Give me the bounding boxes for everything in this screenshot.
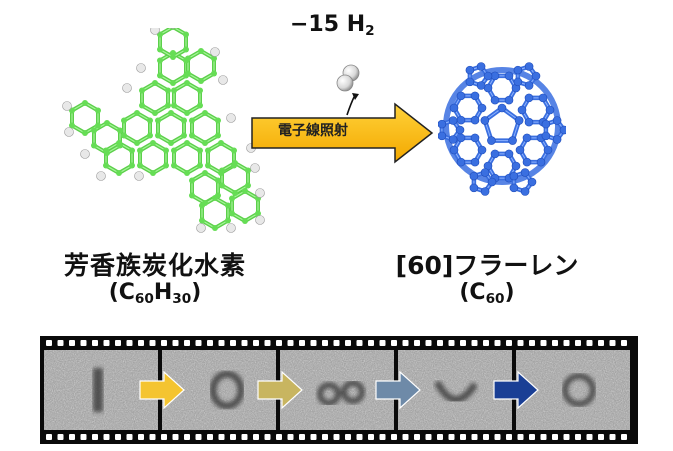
electron-beam-arrow — [251, 102, 434, 164]
transition-arrow-3 — [375, 370, 421, 410]
transition-arrow-1 — [139, 370, 185, 410]
tem-frame-1 — [44, 350, 158, 430]
fullerene-molecule — [438, 62, 566, 196]
reactant-formula: (C60H30) — [108, 280, 202, 308]
tem-frame-3 — [280, 350, 394, 430]
reactant-name: 芳香族炭化水素 — [63, 251, 246, 280]
hydrogen-loss-label: −15 H2 — [290, 12, 375, 40]
product-formula: (C60) — [459, 280, 515, 308]
tem-frame-4 — [398, 350, 512, 430]
electron-beam-label: 電子線照射 — [278, 123, 348, 139]
tem-film-strip — [40, 336, 638, 444]
aromatic-hydrocarbon-molecule — [62, 28, 265, 233]
product-name: [60]フラーレン — [395, 251, 579, 280]
transition-arrow-2 — [257, 370, 303, 410]
hydrogen-molecule-icon — [336, 64, 360, 116]
transition-arrow-4 — [493, 370, 539, 410]
